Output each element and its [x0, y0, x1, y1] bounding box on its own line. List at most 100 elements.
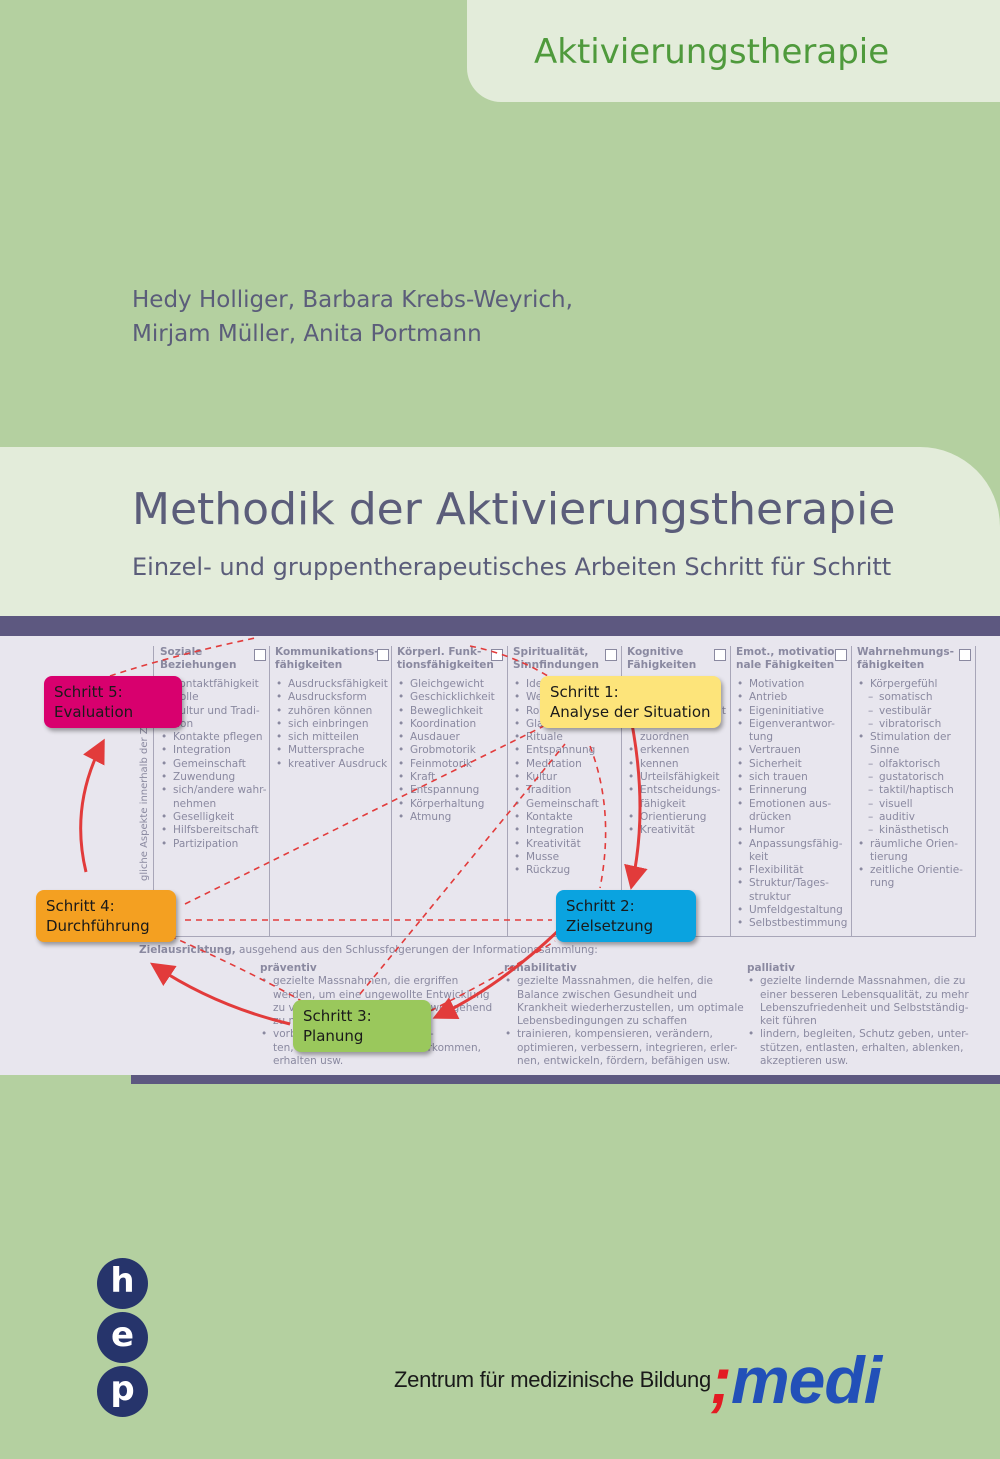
list-item: Motivation: [736, 678, 847, 692]
list-item: zuhören können: [275, 705, 389, 719]
list-item: zuordnen: [640, 731, 690, 744]
list-item: Tradition: [513, 784, 617, 798]
grid-line: [851, 646, 852, 936]
ziel-line: akzeptieren usw.: [760, 1055, 849, 1068]
list-item: Kreativität: [513, 838, 617, 852]
solid-arrow: [432, 929, 560, 1019]
ziel-line: einer besseren Lebensqualität, zu mehr: [760, 988, 969, 1001]
list-item: sich trauen: [736, 771, 847, 785]
list-item: Ausdrucksfähigkeit: [275, 678, 389, 692]
list-item: erkennen: [627, 744, 726, 758]
ziel-line: erhalten usw.: [273, 1055, 344, 1068]
step-2-zielsetzung: Schritt 2:Zielsetzung: [556, 890, 696, 942]
list-item: Integration: [513, 824, 617, 838]
ziel-line: keit führen: [760, 1015, 817, 1028]
list-item: Entspannung: [513, 744, 617, 758]
dashed-arrow: [589, 745, 607, 889]
list-item: Antrieb: [736, 691, 847, 705]
list-item: sich einbringen: [275, 718, 389, 732]
list-item: Rituale: [513, 731, 617, 745]
list-item: olfaktorisch: [857, 758, 971, 772]
list-item: Selbstbestimmung: [736, 917, 847, 931]
step-1-analyse: Schritt 1:Analyse der Situation: [540, 676, 721, 728]
list-item: Gemeinschaft: [513, 798, 617, 812]
grid-line: [269, 646, 270, 936]
process-arrows: [79, 637, 648, 1026]
ziel-line: stützen, entlasten, erhalten, ablenken,: [760, 1041, 964, 1054]
book-subtitle: Einzel- und gruppentherapeutisches Arbei…: [132, 553, 892, 581]
list-item: Sinne: [870, 744, 900, 757]
list-item: fähigkeit: [640, 797, 686, 810]
list-item: kinästhetisch: [857, 824, 971, 838]
list-item: Muttersprache: [275, 744, 389, 758]
list-item: Grobmotorik: [397, 744, 503, 758]
list-item: Körpergefühl: [857, 678, 971, 692]
list-item: vestibulär: [857, 705, 971, 719]
list-item: Emotionen aus-: [736, 798, 847, 812]
authors-line-1: Hedy Holliger, Barbara Krebs-Weyrich,: [132, 287, 573, 313]
grid-line: [730, 646, 731, 936]
list-item: Kontakte: [513, 811, 617, 825]
list-item: Meditation: [513, 758, 617, 772]
dashed-arrow: [169, 935, 311, 1007]
book-title: Methodik der Aktivierungstherapie: [132, 484, 896, 535]
ziel-line: optimieren, verbessern, integrieren, erl…: [517, 1041, 738, 1054]
list-item: Integration: [160, 744, 266, 758]
list-item: kreativer Ausdruck: [275, 758, 389, 772]
list-item: Ausdauer: [397, 731, 503, 745]
list-item: Eigeninitiative: [736, 705, 847, 719]
list-item: drücken: [749, 810, 792, 823]
list-item: Körperhaltung: [397, 798, 503, 812]
list-item: zeitliche Orientie-: [857, 864, 971, 878]
ziel-head: präventiv: [260, 962, 317, 974]
list-item: tierung: [870, 850, 908, 863]
list-item: Feinmotorik: [397, 758, 503, 772]
list-item: somatisch: [857, 691, 971, 705]
ziel-line: nen, entwickeln, fördern, befähigen usw.: [517, 1055, 731, 1068]
list-item: Struktur/Tages-: [736, 877, 847, 891]
ziel-line: gezielte Massnahmen, die ergriffen: [260, 975, 492, 989]
checkbox-icon: [377, 649, 389, 661]
solid-arrow: [79, 738, 105, 873]
ziel-column-palliativ: palliativgezielte lindernde Massnahmen, …: [747, 962, 969, 1068]
grid-line: [391, 646, 392, 936]
ziel-line: Lebenszufriedenheit und Selbstständig-: [760, 1001, 969, 1014]
column-head: Emot., motivatio-nale Fähigkeiten: [736, 646, 839, 672]
publisher-logo-e: e: [97, 1312, 148, 1363]
partner-logo: ;medi: [710, 1343, 882, 1417]
list-item: Anpassungsfähig-: [736, 838, 847, 852]
ziel-head: palliativ: [747, 962, 795, 974]
ziel-line: Krankheit wiederherzustellen, um optimal…: [517, 1001, 744, 1014]
list-item: Entspannung: [397, 784, 503, 798]
series-label: Aktivierungstherapie: [534, 32, 890, 72]
step-4-durchfuehrung: Schritt 4:Durchführung: [36, 890, 176, 942]
grid-line: [975, 646, 976, 936]
column-head: Wahrnehmungs-fähigkeiten: [857, 646, 955, 672]
list-item: Urteilsfähigkeit: [627, 771, 726, 785]
partner-name: Zentrum für medizinische Bildung: [394, 1367, 711, 1392]
ziel-head: rehabilitativ: [504, 962, 577, 974]
list-item: vibratorisch: [857, 718, 971, 732]
list-item: Musse: [513, 851, 617, 865]
list-item: visuell: [857, 798, 971, 812]
list-item: gustatorisch: [857, 771, 971, 785]
list-item: Kontakte pflegen: [160, 731, 266, 745]
checkbox-icon: [835, 649, 847, 661]
ziel-line: gezielte lindernde Massnahmen, die zu: [747, 975, 969, 989]
list-item: nehmen: [173, 797, 217, 810]
dashed-arrow: [109, 637, 256, 677]
checkbox-icon: [254, 649, 266, 661]
list-item: Erinnerung: [736, 784, 847, 798]
publisher-logo-p: p: [97, 1366, 148, 1417]
list-item: kennen: [627, 758, 726, 772]
grid-line: [507, 646, 508, 936]
checkbox-icon: [605, 649, 617, 661]
list-item: räumliche Orien-: [857, 838, 971, 852]
list-item: Ausdrucksform: [275, 691, 389, 705]
ziel-column-rehabilitativ: rehabilitativgezielte Massnahmen, die he…: [504, 962, 744, 1068]
ziel-line: lindern, begleiten, Schutz geben, unter-: [747, 1028, 969, 1042]
column-wahrnehmung: Wahrnehmungs-fähigkeitenKörpergefühlsoma…: [857, 646, 971, 891]
solid-arrow: [150, 962, 291, 1026]
